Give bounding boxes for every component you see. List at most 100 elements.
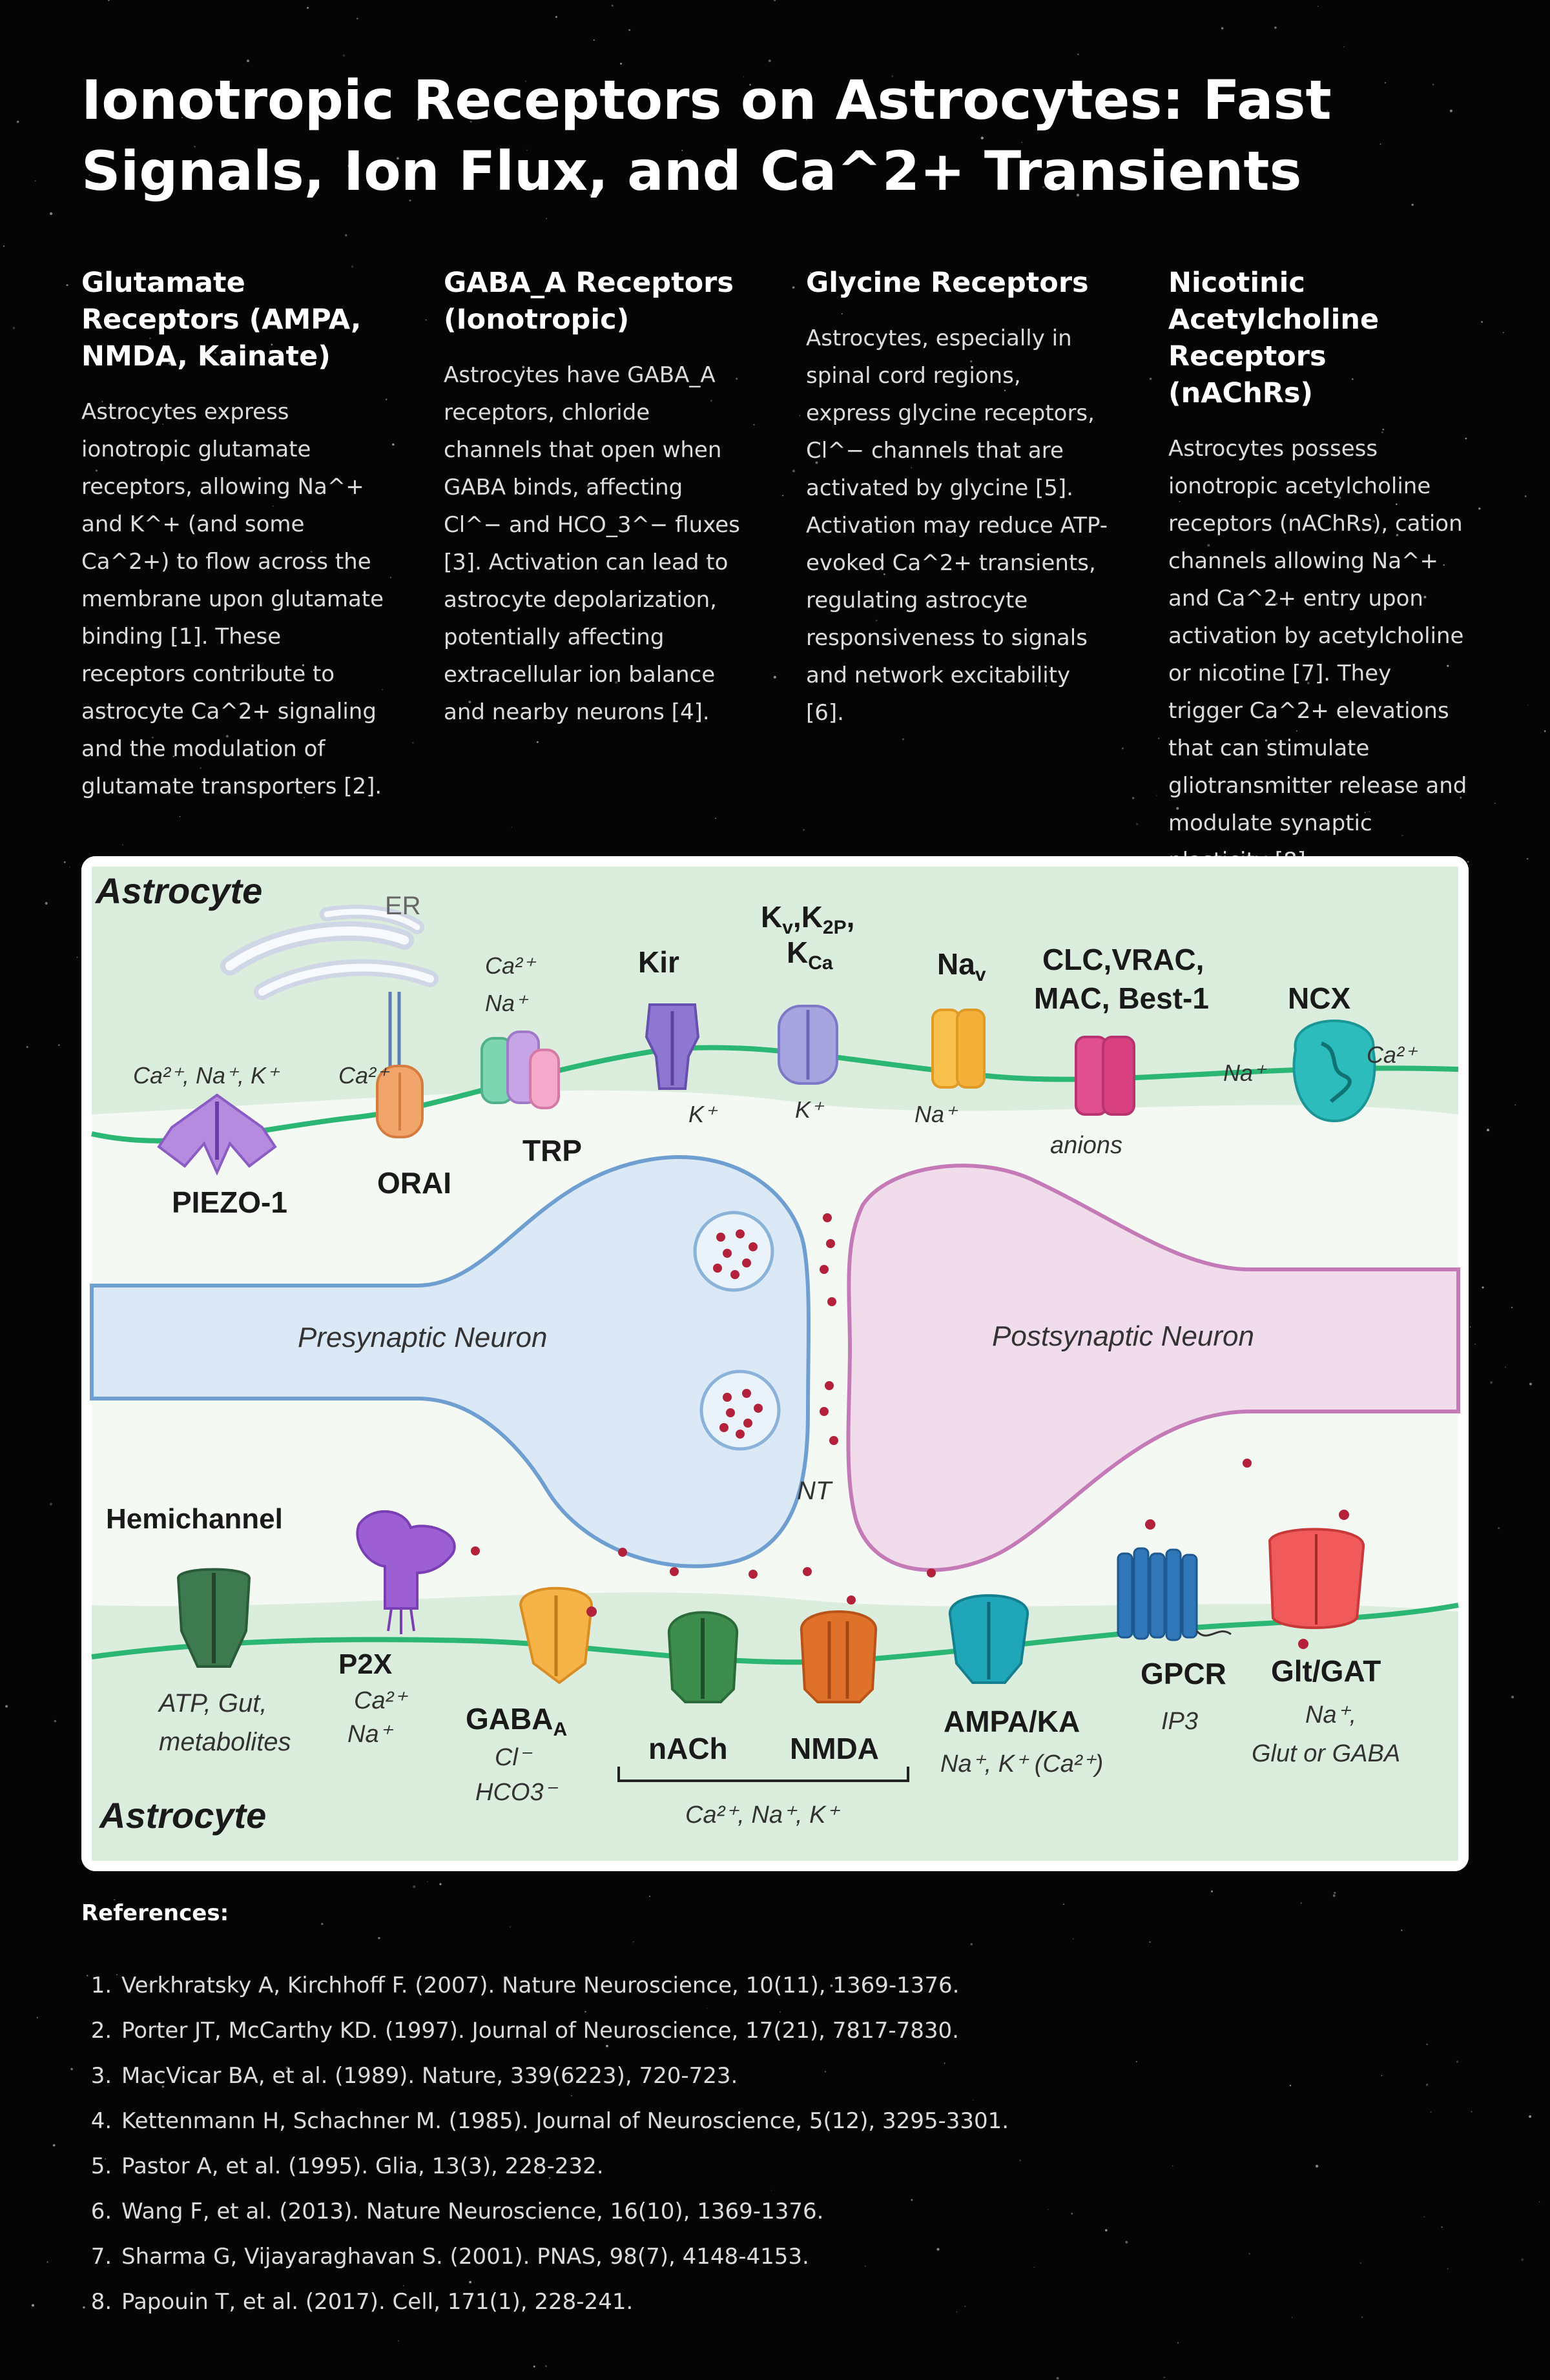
section-body: Astrocytes possess ionotropic acetylchol… (1168, 436, 1467, 874)
star-dot (830, 1984, 833, 1987)
star-dot (1136, 823, 1139, 826)
star-dot (1135, 2061, 1137, 2062)
nach-receptor-icon (667, 1611, 739, 1703)
hemichannel-icon (176, 1568, 251, 1668)
star-dot (1021, 141, 1023, 143)
ampa-ion-label: Na⁺, K⁺ (Ca²⁺) (940, 1750, 1103, 1778)
star-dot (736, 378, 738, 380)
clc-line2-label: MAC, Best-1 (1034, 981, 1209, 1015)
star-dot (522, 365, 525, 369)
star-dot (1163, 2376, 1166, 2379)
section-heading: Glycine Receptors (806, 267, 1089, 299)
star-dot (1198, 396, 1201, 398)
orai-ion-label: Ca²⁺ (338, 1062, 390, 1089)
reference-item: Pastor A, et al. (1995). Glia, 13(3), 22… (119, 2144, 1438, 2189)
star-dot (107, 110, 109, 112)
star-dot (1490, 1381, 1493, 1384)
ampa-ka-receptor-icon (948, 1594, 1029, 1684)
star-dot (382, 688, 384, 690)
reference-item: Sharma G, Vijayaraghavan S. (2001). PNAS… (119, 2234, 1438, 2279)
star-dot (108, 0, 110, 1)
star-dot (87, 1975, 88, 1976)
star-dot (66, 284, 68, 287)
star-dot (309, 329, 311, 331)
star-dot (272, 505, 274, 507)
reference-item: Porter JT, McCarthy KD. (1997). Journal … (119, 2008, 1438, 2053)
star-dot (749, 83, 751, 86)
page-title: Ionotropic Receptors on Astrocytes: Fast… (81, 68, 1332, 203)
star-dot (815, 461, 818, 464)
trp-label: TRP (522, 1134, 582, 1167)
star-dot (181, 117, 183, 119)
star-dot (611, 5, 614, 7)
star-dot (31, 2304, 35, 2307)
star-dot (95, 469, 98, 472)
star-dot (524, 80, 527, 82)
trp-ion2-label: Na⁺ (485, 990, 529, 1016)
postsynaptic-neuron (846, 1164, 1460, 1572)
glt-ion1-label: Na⁺, (1305, 1701, 1356, 1729)
star-dot (1396, 533, 1399, 537)
star-dot (1177, 2342, 1179, 2344)
star-dot (1447, 664, 1449, 667)
star-dot (1432, 83, 1434, 86)
gaba-a-receptor-icon (519, 1586, 597, 1685)
star-dot (45, 901, 48, 905)
synaptic-vesicle (693, 1211, 774, 1292)
star-dot (1352, 378, 1354, 380)
star-dot (116, 1974, 118, 1976)
star-dot (1207, 544, 1210, 547)
star-dot (1076, 194, 1080, 197)
star-dot (152, 736, 154, 739)
star-dot (911, 467, 913, 469)
section-heading: Nicotinic Acetylcholine Receptors (nAChR… (1168, 267, 1380, 409)
star-dot (1149, 1941, 1151, 1944)
star-dot (1056, 2377, 1059, 2380)
nmda-receptor-icon (800, 1610, 878, 1703)
star-dot (3, 245, 5, 247)
star-dot (46, 2261, 48, 2263)
star-dot (615, 681, 618, 684)
star-dot (1289, 2084, 1292, 2087)
nav-label: Nav (937, 947, 986, 985)
star-dot (385, 398, 388, 400)
er-label: ER (385, 892, 421, 920)
star-dot (1155, 110, 1157, 112)
gpcr-receptor-icon (1117, 1519, 1232, 1641)
orai-label: ORAI (377, 1166, 451, 1200)
star-dot (36, 2016, 38, 2018)
star-dot (524, 2029, 527, 2031)
star-dot (1296, 730, 1297, 732)
star-dot (172, 409, 174, 412)
p2x-receptor-icon (356, 1510, 456, 1634)
star-dot (803, 828, 805, 831)
nach-nmda-bracket (617, 1767, 909, 1782)
star-dot (1042, 186, 1045, 189)
reference-item: Papouin T, et al. (2017). Cell, 171(1), … (119, 2279, 1438, 2324)
star-dot (1315, 2164, 1319, 2168)
star-dot (311, 551, 313, 553)
star-dot (356, 17, 358, 20)
trp-channel-icon (480, 1031, 560, 1109)
references-list: Verkhratsky A, Kirchhoff F. (2007). Natu… (81, 1963, 1438, 2324)
star-dot (1529, 2115, 1532, 2118)
star-dot (1411, 203, 1414, 206)
star-dot (1482, 1286, 1484, 1289)
gaba-a-label: GABAA (466, 1702, 567, 1740)
star-dot (1527, 704, 1529, 706)
star-dot (824, 2071, 827, 2073)
star-dot (1521, 2258, 1524, 2261)
section-glutamate: Glutamate Receptors (AMPA, NMDA, Kainate… (81, 265, 385, 805)
star-dot (304, 797, 305, 798)
star-dot (792, 469, 795, 473)
star-dot (1505, 1366, 1507, 1368)
star-dot (710, 400, 712, 402)
references-section: References: Verkhratsky A, Kirchhoff F. … (81, 1898, 1438, 2324)
star-dot (70, 2067, 73, 2071)
neurotransmitter-dots (471, 1213, 1252, 1605)
star-dot (52, 2144, 56, 2147)
astrocyte-bottom-label: Astrocyte (98, 1795, 266, 1836)
presynaptic-neuron (90, 1155, 811, 1568)
star-dot (321, 1923, 324, 1925)
star-dot (1426, 2043, 1428, 2046)
